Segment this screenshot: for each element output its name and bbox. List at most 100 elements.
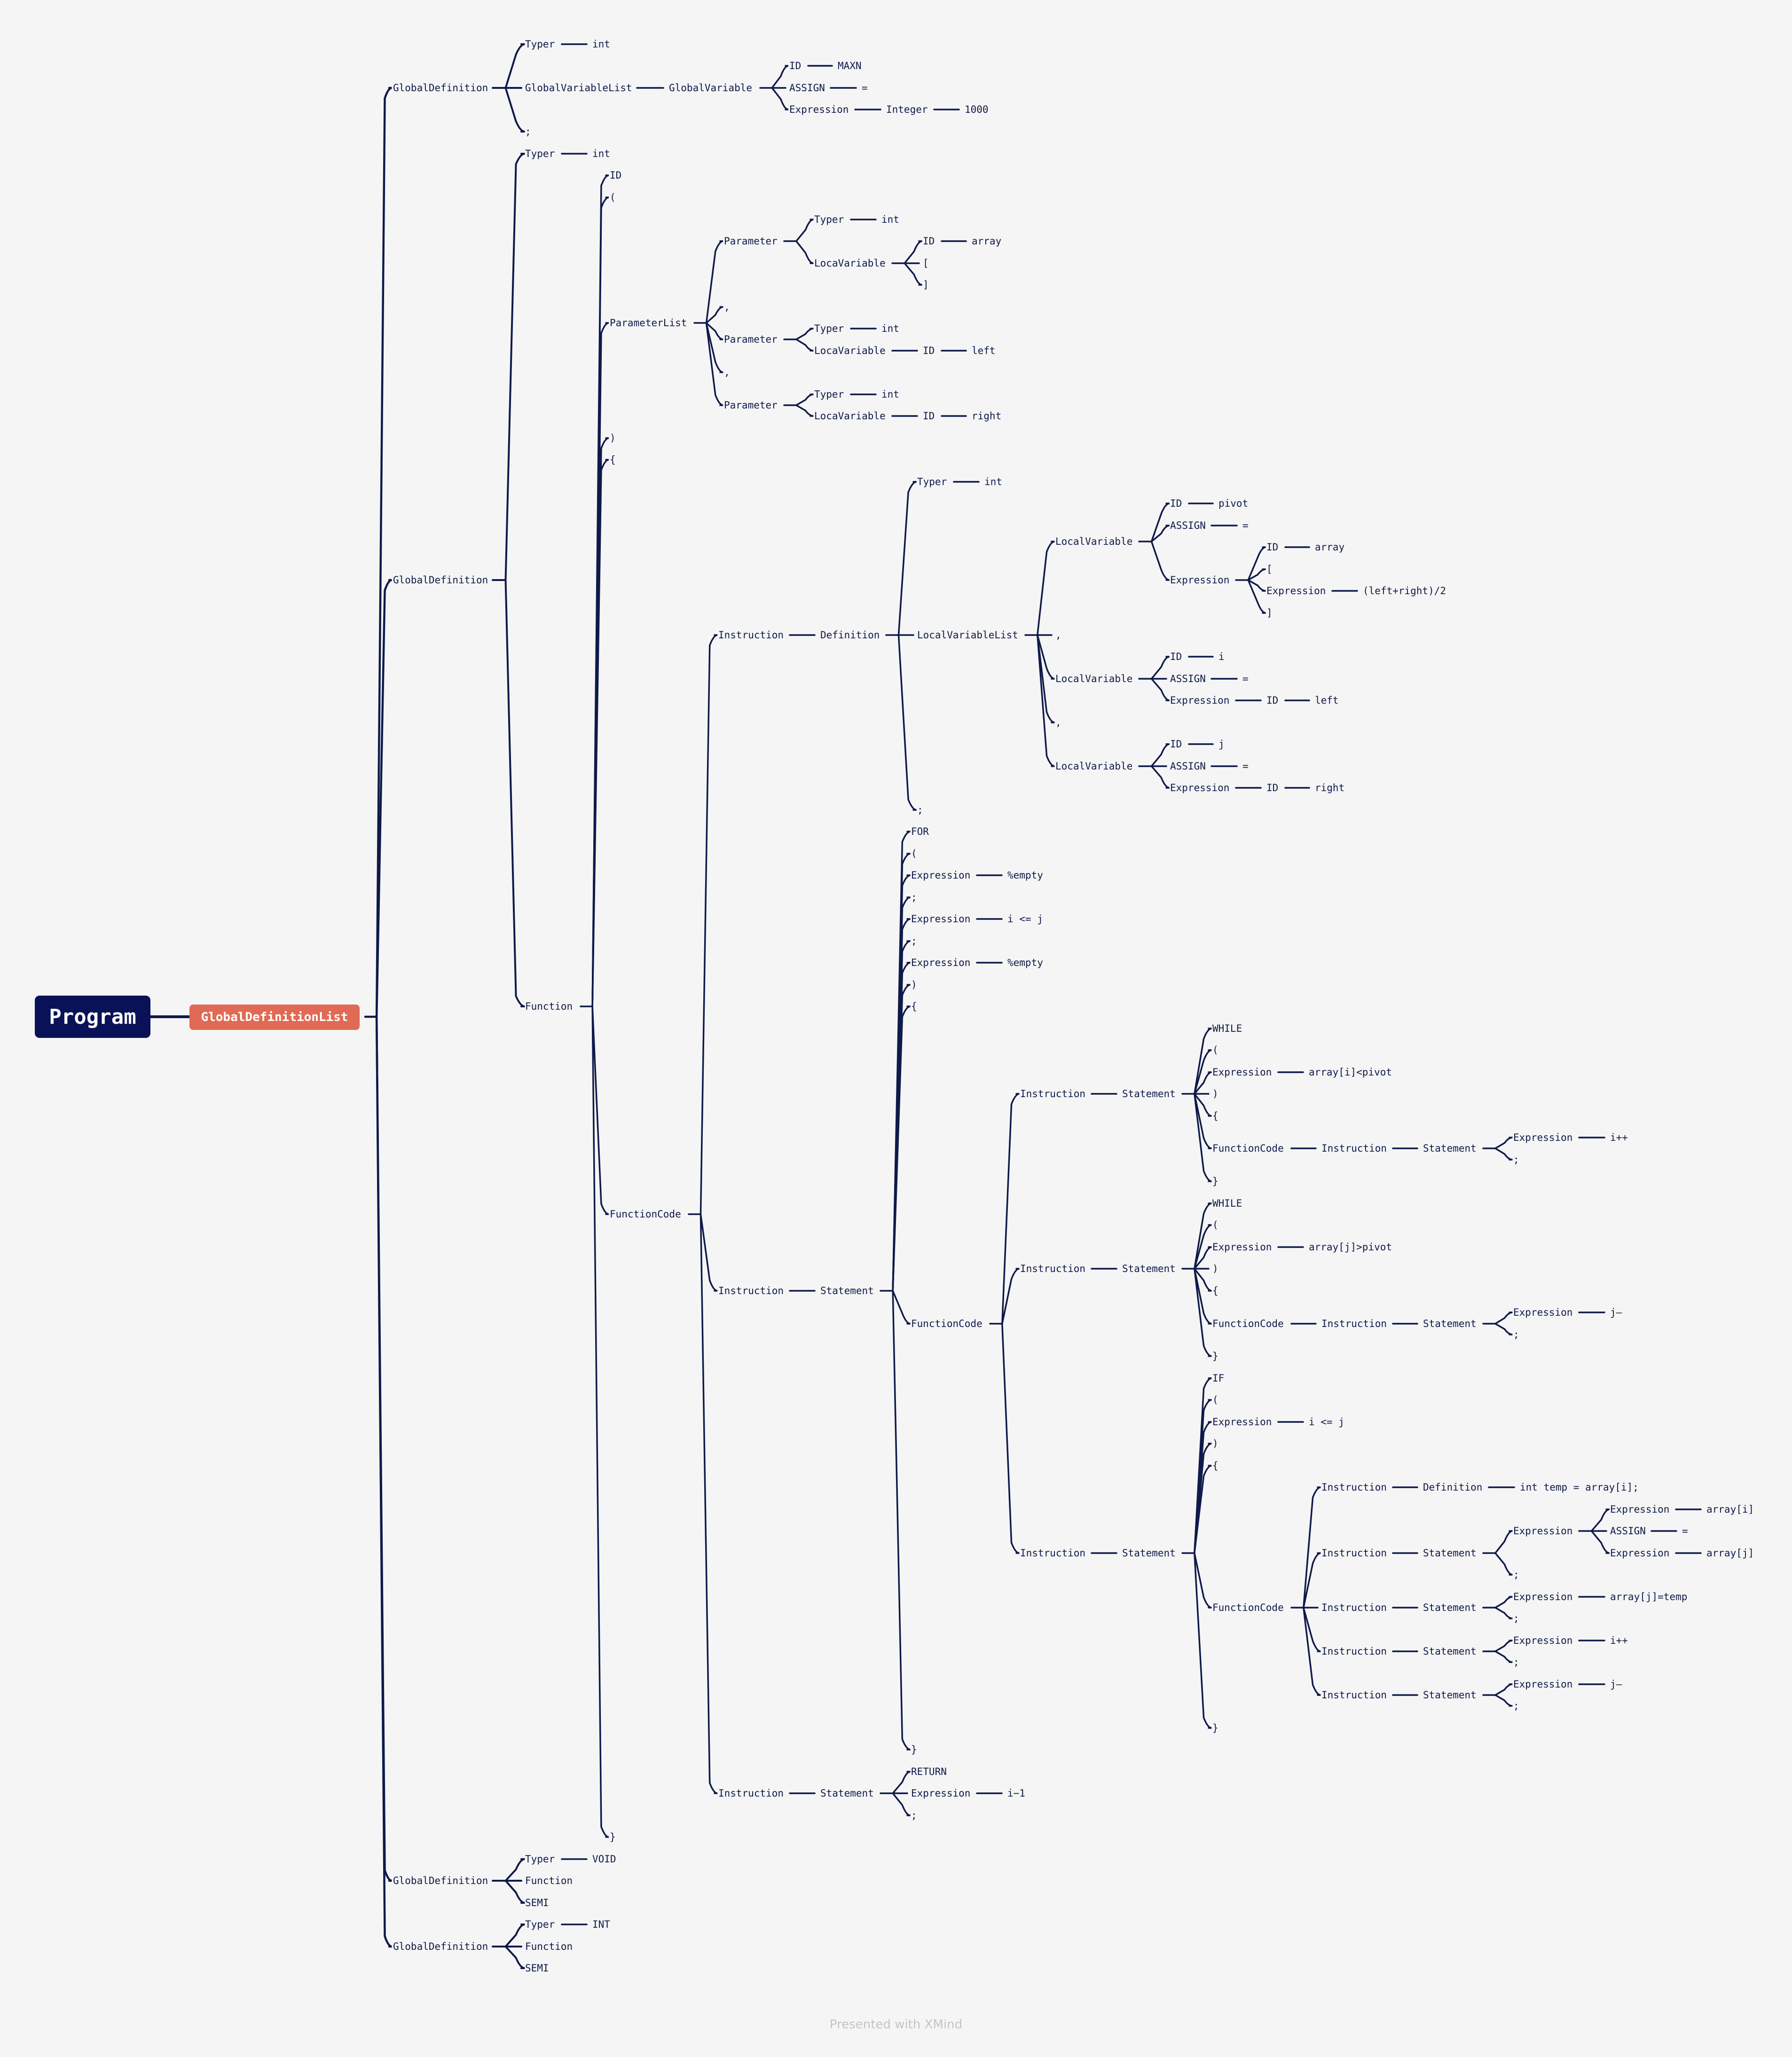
node-lv1-e-lb[interactable]: [ [1266, 564, 1273, 575]
node-gd1-expr[interactable]: Expression [789, 104, 849, 115]
node-p1-id[interactable]: ID [923, 236, 935, 247]
root-node-program[interactable]: Program [35, 996, 150, 1038]
node-pl-c2[interactable]: , [724, 367, 730, 378]
node-gd1-int[interactable]: int [592, 39, 610, 50]
node-st2[interactable]: Statement [820, 1285, 874, 1296]
node-i3[interactable]: Instruction [718, 1788, 784, 1799]
node-lv3-eq[interactable]: = [1242, 761, 1249, 772]
node-lvl[interactable]: LocalVariableList [917, 629, 1018, 641]
node-if-a-val[interactable]: int temp = array[i]; [1520, 1482, 1639, 1493]
node-fn-rp[interactable]: ) [610, 432, 616, 444]
node-if-fc[interactable]: FunctionCode [1212, 1602, 1284, 1613]
node-w2-while[interactable]: WHILE [1212, 1198, 1242, 1209]
node-w2-fc-expr[interactable]: Expression [1513, 1307, 1573, 1318]
node-fn-lp[interactable]: ( [610, 192, 616, 203]
node-if-rc[interactable]: } [1212, 1722, 1218, 1734]
main-topic-global-definition-list[interactable]: GlobalDefinitionList [189, 1005, 360, 1030]
node-fc[interactable]: FunctionCode [610, 1209, 681, 1220]
node-w2-lp[interactable]: ( [1212, 1219, 1218, 1231]
node-if-e-st[interactable]: Statement [1423, 1689, 1477, 1701]
node-w1-lc[interactable]: { [1212, 1110, 1218, 1122]
node-w2-fc-val[interactable]: j— [1610, 1307, 1622, 1318]
node-p3-typer[interactable]: Typer [814, 389, 844, 400]
node-if-e-val[interactable]: j— [1610, 1679, 1622, 1690]
node-gd3-semi[interactable]: SEMI [525, 1897, 549, 1908]
node-w2-expr[interactable]: Expression [1212, 1241, 1272, 1253]
node-w1-while[interactable]: WHILE [1212, 1023, 1242, 1034]
node-if-b-i[interactable]: Instruction [1321, 1547, 1387, 1559]
node-if-b-e2[interactable]: Expression [1610, 1547, 1670, 1559]
node-def-typer[interactable]: Typer [917, 476, 947, 487]
node-lv2[interactable]: LocalVariable [1055, 673, 1133, 684]
node-p2-typer[interactable]: Typer [814, 323, 844, 334]
node-if-b-expr[interactable]: Expression [1513, 1525, 1573, 1537]
node-if-d-expr[interactable]: Expression [1513, 1635, 1573, 1646]
node-p1[interactable]: Parameter [724, 236, 778, 247]
node-lv2-eq[interactable]: = [1242, 673, 1249, 684]
node-w1-fc-i[interactable]: Instruction [1321, 1143, 1387, 1154]
node-if-i[interactable]: Instruction [1020, 1547, 1086, 1559]
node-if-d-st[interactable]: Statement [1423, 1646, 1477, 1657]
node-lv3-assign[interactable]: ASSIGN [1170, 761, 1206, 772]
node-for-e1v[interactable]: %empty [1007, 870, 1043, 881]
node-w1-expr[interactable]: Expression [1212, 1067, 1272, 1078]
node-ret-val[interactable]: i−1 [1007, 1788, 1025, 1799]
node-pl[interactable]: ParameterList [610, 317, 687, 329]
node-lv1-e-rb[interactable]: ] [1266, 607, 1273, 619]
node-gd3[interactable]: GlobalDefinition [393, 1875, 488, 1886]
node-if-d-semi[interactable]: ; [1513, 1657, 1519, 1668]
node-p2-int[interactable]: int [881, 323, 899, 334]
node-ret-semi[interactable]: ; [911, 1810, 917, 1821]
node-p1-lv[interactable]: LocaVariable [814, 258, 886, 269]
node-w2-fc[interactable]: FunctionCode [1212, 1318, 1284, 1329]
node-p2-left[interactable]: left [972, 345, 996, 356]
node-gd4-typer[interactable]: Typer [525, 1919, 555, 1930]
node-w1-fc-val[interactable]: i++ [1610, 1132, 1628, 1143]
node-w2-fc-st[interactable]: Statement [1423, 1318, 1477, 1329]
node-w1-cond[interactable]: array[i]<pivot [1309, 1067, 1392, 1078]
node-w2-fc-i[interactable]: Instruction [1321, 1318, 1387, 1329]
node-if-c-st[interactable]: Statement [1423, 1602, 1477, 1613]
node-def-int[interactable]: int [984, 476, 1002, 487]
node-p3[interactable]: Parameter [724, 400, 778, 411]
node-if-lp[interactable]: ( [1212, 1394, 1218, 1405]
node-if-d-val[interactable]: i++ [1610, 1635, 1628, 1646]
node-w1-fc-st[interactable]: Statement [1423, 1143, 1477, 1154]
node-if-d-i[interactable]: Instruction [1321, 1646, 1387, 1657]
node-if-expr[interactable]: Expression [1212, 1416, 1272, 1428]
node-gd1-typer[interactable]: Typer [525, 39, 555, 50]
node-lv2-expr[interactable]: Expression [1170, 695, 1230, 706]
node-if-e-semi[interactable]: ; [1513, 1700, 1519, 1712]
node-if-b-e2v[interactable]: array[j] [1706, 1547, 1754, 1559]
node-def-semi[interactable]: ; [917, 804, 923, 816]
node-lv2-id[interactable]: ID [1170, 651, 1182, 662]
node-ret[interactable]: RETURN [911, 1766, 947, 1777]
node-gd1-1000[interactable]: 1000 [965, 104, 989, 115]
node-gd1-gvl[interactable]: GlobalVariableList [525, 82, 632, 94]
node-i1[interactable]: Instruction [718, 629, 784, 641]
node-lvl-c2[interactable]: , [1055, 717, 1061, 728]
node-st3[interactable]: Statement [820, 1788, 874, 1799]
node-gd1-assign[interactable]: ASSIGN [789, 82, 825, 94]
node-lv1-e-id[interactable]: ID [1266, 542, 1279, 553]
node-lv1-e-val[interactable]: (left+right)/2 [1363, 585, 1446, 597]
node-for-lp[interactable]: ( [911, 848, 917, 859]
node-lv2-assign[interactable]: ASSIGN [1170, 673, 1206, 684]
node-p3-id[interactable]: ID [923, 410, 935, 422]
node-if-c-semi[interactable]: ; [1513, 1613, 1519, 1624]
node-lvl-c1[interactable]: , [1055, 629, 1061, 641]
node-if-b-assign[interactable]: ASSIGN [1610, 1525, 1646, 1537]
node-lv1-e-array[interactable]: array [1315, 542, 1345, 553]
node-w2-cond[interactable]: array[j]>pivot [1309, 1241, 1392, 1253]
node-gd4[interactable]: GlobalDefinition [393, 1941, 488, 1952]
node-lv3-expr[interactable]: Expression [1170, 782, 1230, 793]
node-lv1-id[interactable]: ID [1170, 498, 1182, 509]
node-if-st[interactable]: Statement [1122, 1547, 1176, 1559]
node-i2[interactable]: Instruction [718, 1285, 784, 1296]
node-w1-fc-expr[interactable]: Expression [1513, 1132, 1573, 1143]
node-p3-int[interactable]: int [881, 389, 899, 400]
node-ret-expr[interactable]: Expression [911, 1788, 971, 1799]
node-for-e2v[interactable]: i <= j [1007, 913, 1043, 925]
node-gd2[interactable]: GlobalDefinition [393, 574, 488, 586]
node-fn-rc[interactable]: } [610, 1831, 616, 1843]
